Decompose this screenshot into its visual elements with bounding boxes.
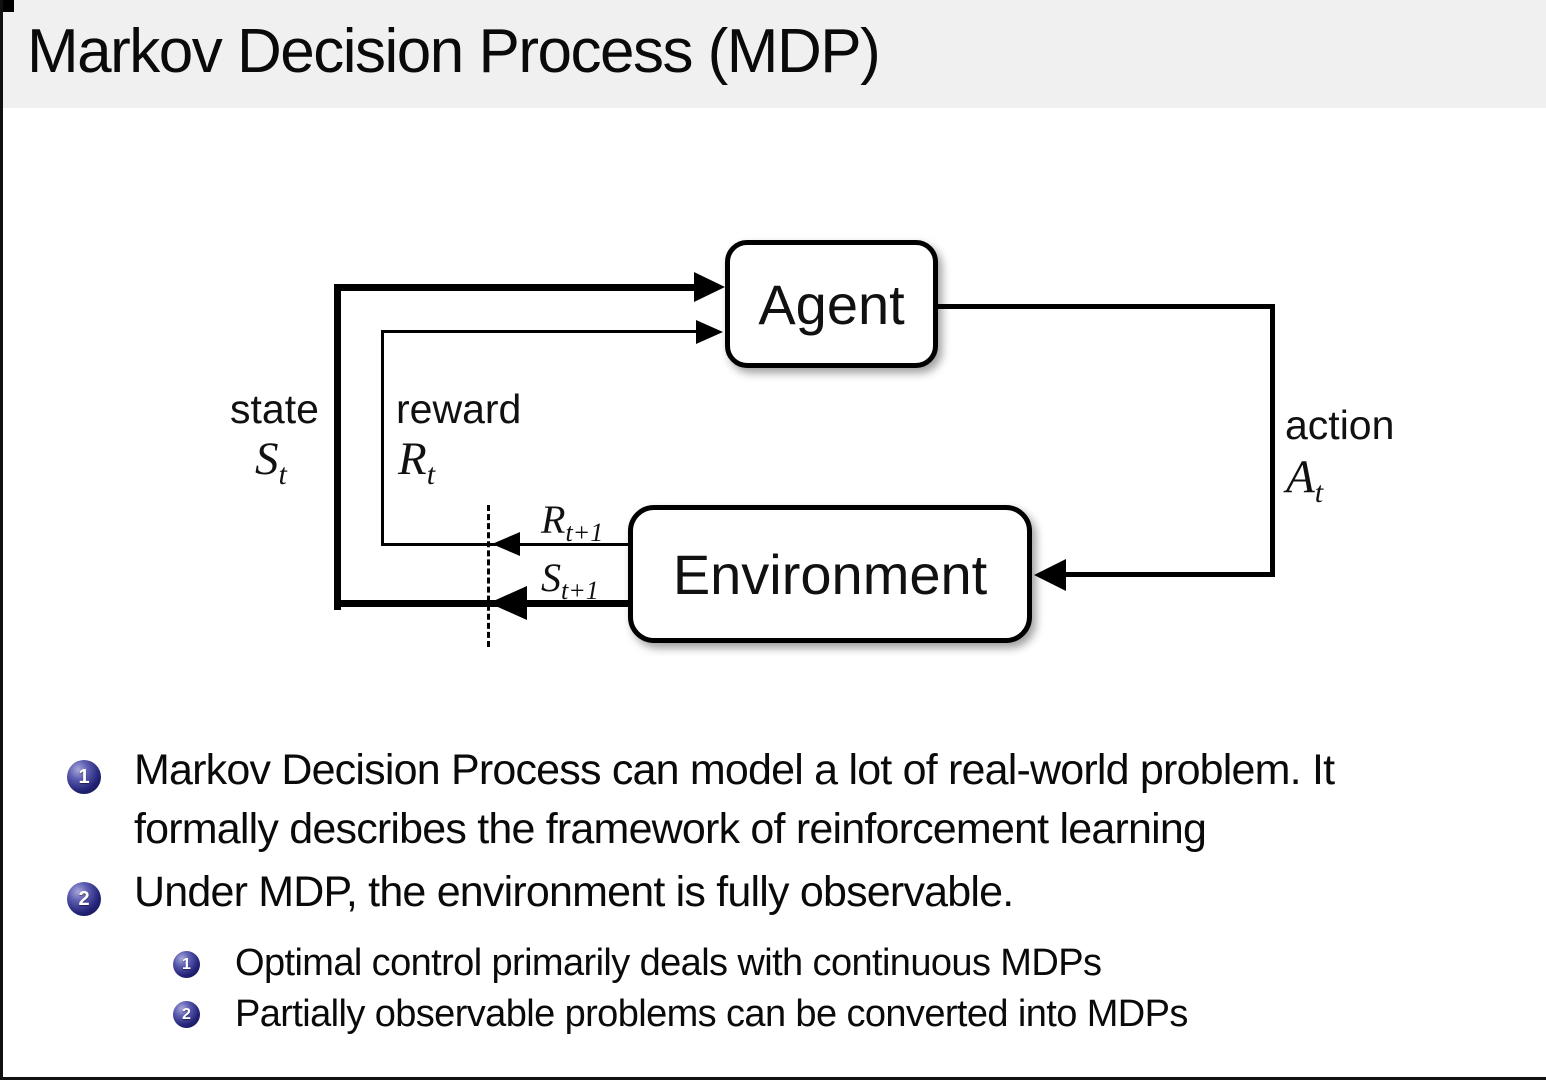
sub-bullet-1-ball: 1 [173, 951, 200, 978]
bullet-2-number: 2 [78, 887, 90, 910]
reward-label: reward [396, 386, 522, 432]
reward-into-agent-arrowhead [696, 320, 723, 344]
sub-bullet-2-text: Partially observable problems can be con… [235, 993, 1188, 1035]
action-loop-vertical-line [1270, 304, 1275, 577]
agent-box: Agent [725, 240, 938, 368]
next-reward-arrowhead [492, 532, 520, 556]
bullet-1-line-2: formally describes the framework of rein… [134, 805, 1207, 853]
page-title: Markov Decision Process (MDP) [27, 17, 881, 86]
action-symbol: At [1286, 451, 1324, 509]
reward-loop-top-line [381, 330, 696, 333]
action-into-environment-arrowhead [1034, 559, 1066, 591]
environment-label: Environment [672, 542, 988, 606]
next-state-arrowhead [489, 586, 527, 620]
action-label: action [1285, 402, 1395, 448]
reward-symbol: Rt [398, 433, 436, 491]
bottom-border [0, 1077, 1546, 1080]
corner-notch [0, 0, 14, 12]
state-symbol: St [255, 433, 287, 491]
state-label: state [230, 386, 319, 432]
environment-box: Environment [628, 505, 1032, 643]
sub-bullet-1-number: 1 [182, 955, 191, 973]
left-border [0, 0, 3, 1080]
mdp-agent-environment-diagram: Agent Environment state St reward Rt act… [230, 240, 1395, 647]
header-band [0, 0, 1546, 108]
action-loop-bottom-line [1060, 572, 1275, 577]
next-state-symbol: St+1 [541, 555, 599, 605]
bullet-2-text: Under MDP, the environment is fully obse… [134, 863, 1014, 922]
bullet-1-ball: 1 [67, 760, 101, 794]
sub-bullet-1-text: Optimal control primarily deals with con… [235, 942, 1102, 984]
state-loop-bottom-line [334, 600, 628, 607]
bullet-2-line-1: Under MDP, the environment is fully obse… [134, 868, 1014, 916]
agent-label: Agent [758, 272, 905, 336]
time-step-dashed-divider [487, 505, 490, 647]
sub-bullet-2-number: 2 [182, 1005, 191, 1023]
state-loop-vertical-line [334, 284, 341, 610]
action-loop-top-line [933, 304, 1275, 309]
next-reward-symbol: Rt+1 [541, 497, 604, 547]
bullet-2-ball: 2 [67, 882, 101, 916]
state-into-agent-arrowhead [694, 272, 725, 302]
bullet-1-line-1: Markov Decision Process can model a lot … [134, 746, 1335, 794]
bullet-1-text: Markov Decision Process can model a lot … [134, 741, 1335, 859]
bullet-1-number: 1 [78, 765, 90, 788]
state-loop-top-line [334, 284, 695, 291]
sub-bullet-2-ball: 2 [173, 1001, 200, 1028]
reward-loop-vertical-line [381, 330, 384, 546]
